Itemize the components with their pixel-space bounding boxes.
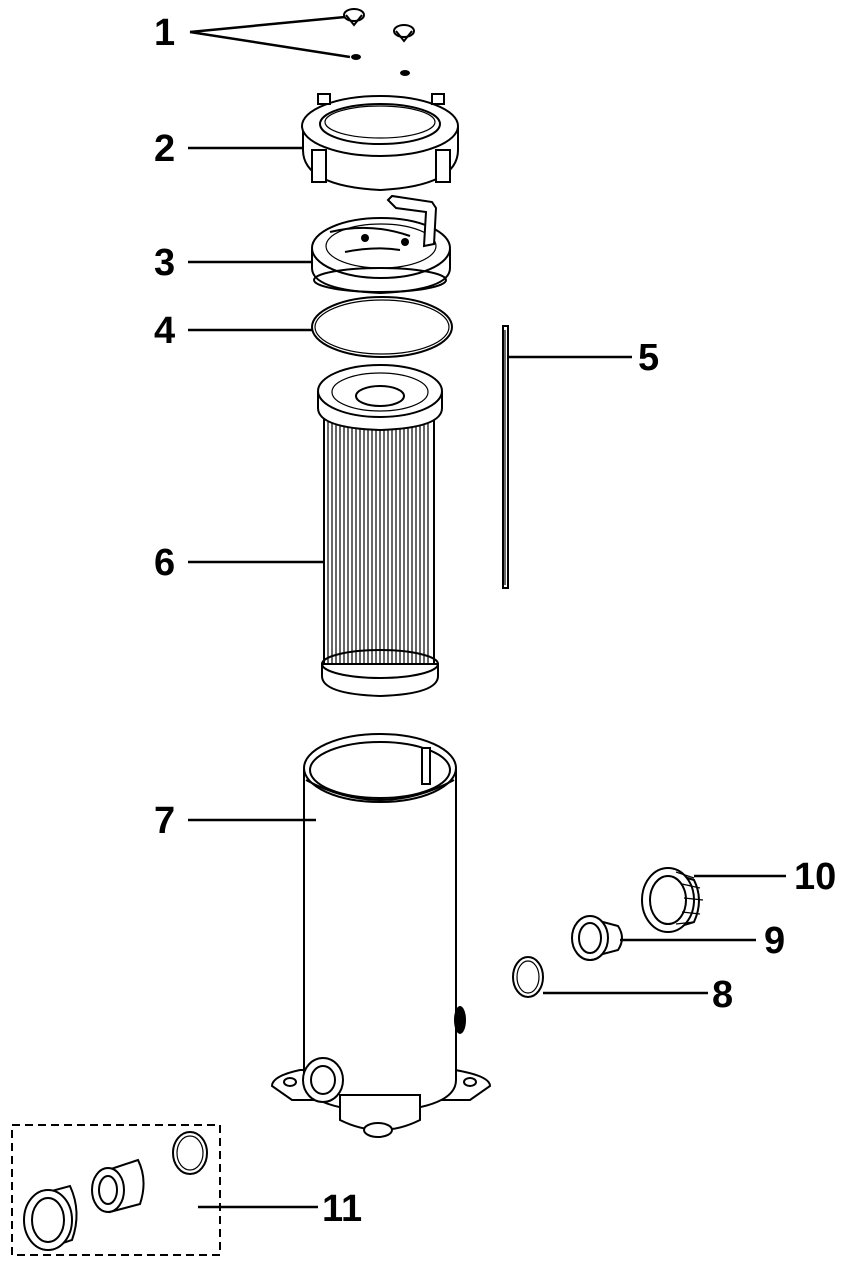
callout-11: 11 [322, 1188, 363, 1230]
part-5-rod [502, 325, 509, 589]
leader-lines [188, 15, 786, 1209]
part-11-fittings-kit [11, 1124, 221, 1256]
part-3-tank-lid [311, 194, 451, 295]
part-2-lock-ring [301, 93, 459, 192]
callout-1: 1 [154, 12, 176, 54]
callout-4: 4 [154, 310, 176, 352]
part-1-air-relief-valves [343, 8, 415, 76]
callout-2: 2 [154, 128, 176, 170]
part-10-union-nut [641, 867, 704, 933]
part-9-adapter [571, 915, 623, 961]
callout-8: 8 [712, 974, 734, 1016]
callout-3: 3 [154, 242, 176, 284]
part-4-o-ring [311, 296, 453, 358]
callout-5: 5 [638, 337, 660, 379]
part-6-filter-cartridge [317, 364, 443, 698]
callout-10: 10 [794, 856, 837, 898]
part-7-filter-tank [270, 733, 492, 1138]
callout-7: 7 [154, 800, 176, 842]
callout-9: 9 [764, 920, 786, 962]
part-8-o-ring [512, 956, 544, 998]
callout-6: 6 [154, 542, 176, 584]
